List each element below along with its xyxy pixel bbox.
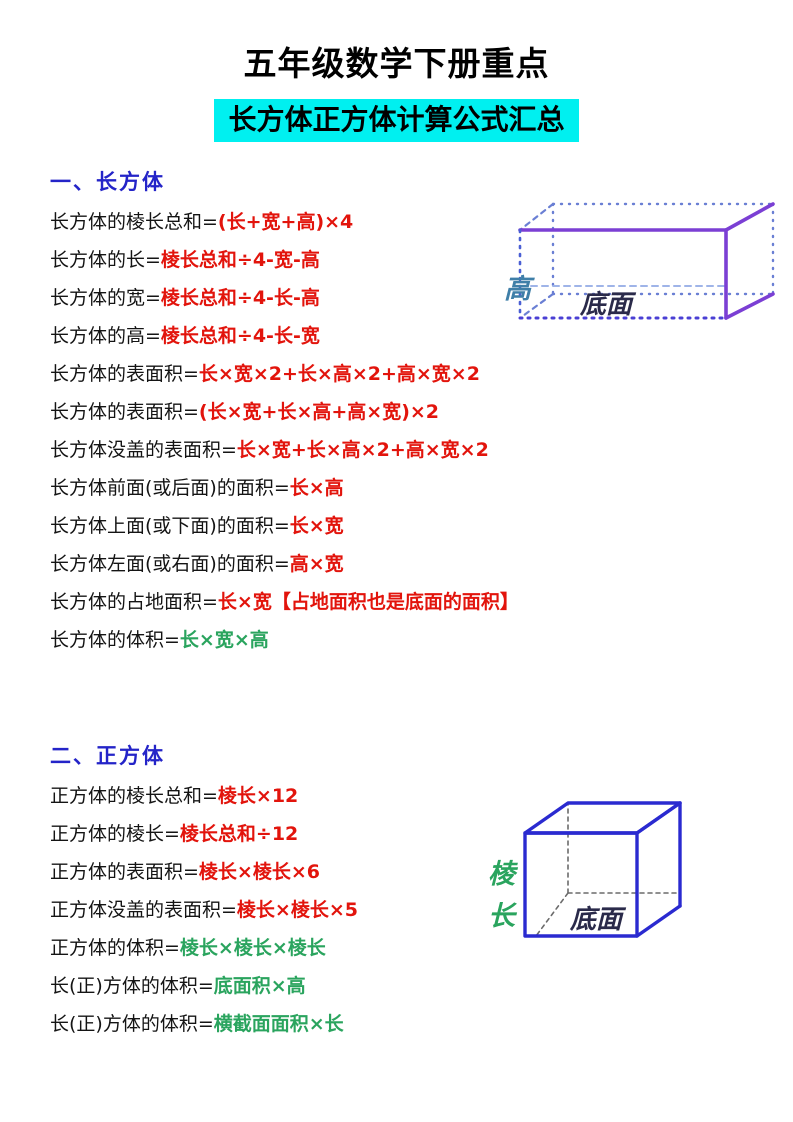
formula-list-cuboid: 长方体的棱长总和=(长+宽+高)×4 长方体的长=棱长总和÷4-宽-高 长方体的… <box>50 203 770 659</box>
formula-row: 长方体的表面积=长×宽×2+长×高×2+高×宽×2 <box>50 355 770 393</box>
formula-lhs: 长方体上面(或下面)的面积= <box>50 515 290 537</box>
formula-lhs: 正方体的棱长总和= <box>50 785 218 807</box>
formula-rhs: 棱长×12 <box>217 785 299 807</box>
formula-row: 长方体的占地面积=长×宽【占地面积也是底面的面积】 <box>50 583 770 621</box>
cuboid-height-label: 高 <box>504 274 535 305</box>
formula-rhs: 棱长总和÷4-长-高 <box>160 287 320 309</box>
formula-row: 长方体上面(或下面)的面积=长×宽 <box>50 507 770 545</box>
cuboid-diagram: 高 底面 <box>498 186 783 331</box>
formula-lhs: 正方体的棱长= <box>50 823 180 845</box>
formula-lhs: 正方体的体积= <box>50 937 180 959</box>
formula-row: 长方体的棱长总和=(长+宽+高)×4 <box>50 203 770 241</box>
formula-row: 正方体的表面积=棱长×棱长×6 <box>50 853 770 891</box>
formula-row: 长方体没盖的表面积=长×宽+长×高×2+高×宽×2 <box>50 431 770 469</box>
formula-lhs: 长方体的棱长总和= <box>50 211 218 233</box>
cube-diagram: 棱 长 底面 <box>480 788 695 958</box>
formula-row: 长(正)方体的体积=横截面面积×长 <box>50 1005 770 1043</box>
formula-rhs: 长×宽 <box>289 515 344 537</box>
formula-lhs: 长方体的高= <box>50 325 161 347</box>
formula-lhs: 长(正)方体的体积= <box>50 975 214 997</box>
formula-rhs: 长×宽【占地面积也是底面的面积】 <box>217 591 519 613</box>
formula-row: 长方体前面(或后面)的面积=长×高 <box>50 469 770 507</box>
formula-row: 正方体没盖的表面积=棱长×棱长×5 <box>50 891 770 929</box>
formula-row: 长方体的高=棱长总和÷4-长-宽 <box>50 317 770 355</box>
formula-rhs: 长×高 <box>289 477 344 499</box>
formula-rhs: 底面积×高 <box>213 975 306 997</box>
cube-edge-label-char2: 长 <box>488 901 518 932</box>
cube-base-label: 底面 <box>569 905 627 935</box>
formula-rhs: (长×宽+长×高+高×宽)×2 <box>198 401 440 423</box>
formula-rhs: (长+宽+高)×4 <box>217 211 354 233</box>
section-cube: 二、正方体 正方体的棱长总和=棱长×12 正方体的棱长=棱长总和÷12 正方体的… <box>50 740 770 1043</box>
formula-row: 长方体的表面积=(长×宽+长×高+高×宽)×2 <box>50 393 770 431</box>
formula-row: 正方体的棱长总和=棱长×12 <box>50 777 770 815</box>
section-cuboid: 一、长方体 长方体的棱长总和=(长+宽+高)×4 长方体的长=棱长总和÷4-宽-… <box>50 166 770 659</box>
formula-rhs: 长×宽×2+长×高×2+高×宽×2 <box>198 363 480 385</box>
formula-lhs: 长方体前面(或后面)的面积= <box>50 477 290 499</box>
page-title: 五年级数学下册重点 <box>243 44 550 83</box>
formula-lhs: 长方体的占地面积= <box>50 591 218 613</box>
formula-rhs: 长×宽+长×高×2+高×宽×2 <box>236 439 489 461</box>
formula-lhs: 正方体的表面积= <box>50 861 199 883</box>
formula-lhs: 长方体的表面积= <box>50 363 199 385</box>
formula-row: 长方体的体积=长×宽×高 <box>50 621 770 659</box>
formula-lhs: 长(正)方体的体积= <box>50 1013 214 1035</box>
formula-rhs: 棱长总和÷12 <box>179 823 299 845</box>
formula-rhs: 棱长×棱长×6 <box>198 861 320 883</box>
formula-rhs: 棱长×棱长×棱长 <box>179 937 326 959</box>
formula-lhs: 长方体左面(或右面)的面积= <box>50 553 290 575</box>
formula-list-cube: 正方体的棱长总和=棱长×12 正方体的棱长=棱长总和÷12 正方体的表面积=棱长… <box>50 777 770 1043</box>
formula-rhs: 高×宽 <box>289 553 344 575</box>
formula-row: 正方体的棱长=棱长总和÷12 <box>50 815 770 853</box>
formula-rhs: 横截面面积×长 <box>213 1013 344 1035</box>
formula-row: 长(正)方体的体积=底面积×高 <box>50 967 770 1005</box>
formula-row: 长方体左面(或右面)的面积=高×宽 <box>50 545 770 583</box>
formula-rhs: 长×宽×高 <box>179 629 269 651</box>
formula-lhs: 长方体的体积= <box>50 629 180 651</box>
formula-lhs: 长方体没盖的表面积= <box>50 439 237 461</box>
formula-lhs: 长方体的长= <box>50 249 161 271</box>
formula-rhs: 棱长总和÷4-长-宽 <box>160 325 320 347</box>
formula-row: 长方体的宽=棱长总和÷4-长-高 <box>50 279 770 317</box>
formula-lhs: 长方体的表面积= <box>50 401 199 423</box>
formula-rhs: 棱长×棱长×5 <box>236 899 358 921</box>
formula-lhs: 正方体没盖的表面积= <box>50 899 237 921</box>
formula-row: 正方体的体积=棱长×棱长×棱长 <box>50 929 770 967</box>
highlighted-subtitle: 长方体正方体计算公式汇总 <box>214 99 579 143</box>
cuboid-base-label: 底面 <box>579 290 637 320</box>
formula-lhs: 长方体的宽= <box>50 287 161 309</box>
banner-container: 长方体正方体计算公式汇总 <box>0 99 793 143</box>
section-heading-cuboid: 一、长方体 <box>50 170 165 194</box>
section-heading-cube: 二、正方体 <box>50 744 165 768</box>
formula-rhs: 棱长总和÷4-宽-高 <box>160 249 320 271</box>
cube-edge-label-char1: 棱 <box>488 859 519 890</box>
formula-row: 长方体的长=棱长总和÷4-宽-高 <box>50 241 770 279</box>
